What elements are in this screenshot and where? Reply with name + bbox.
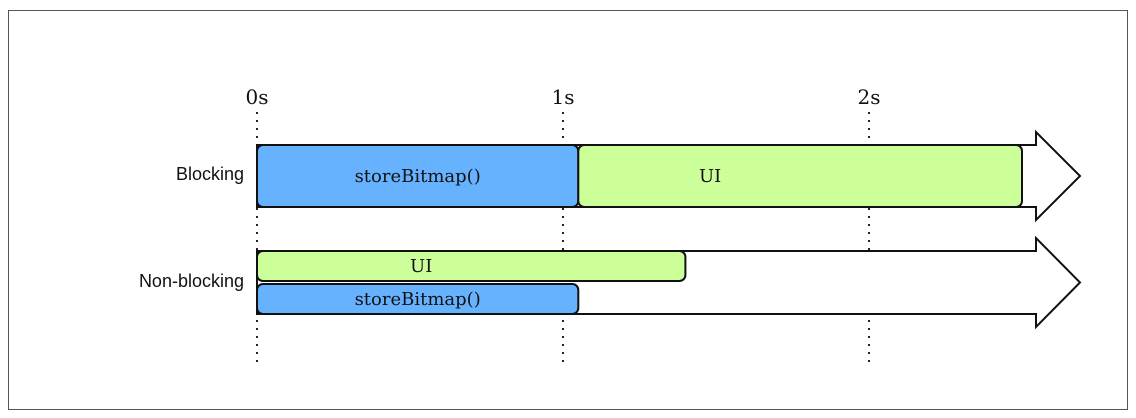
tick-label-0s: 0s bbox=[246, 85, 269, 109]
nonblocking-storebitmap-label: storeBitmap() bbox=[355, 289, 481, 310]
diagram-frame bbox=[8, 10, 1128, 410]
blocking-ui-bar bbox=[577, 144, 1023, 208]
nonblocking-ui-bar bbox=[256, 250, 687, 282]
nonblocking-ui-label: UI bbox=[410, 256, 432, 277]
row-label-blocking: Blocking bbox=[176, 164, 244, 184]
blocking-ui-label: UI bbox=[699, 166, 721, 187]
nonblocking-storebitmap-bar bbox=[256, 283, 580, 315]
tick-label-1s: 1s bbox=[552, 85, 575, 109]
row-label-nonblocking: Non-blocking bbox=[139, 271, 244, 291]
tick-label-2s: 2s bbox=[858, 85, 881, 109]
blocking-storebitmap-label: storeBitmap() bbox=[355, 166, 481, 187]
